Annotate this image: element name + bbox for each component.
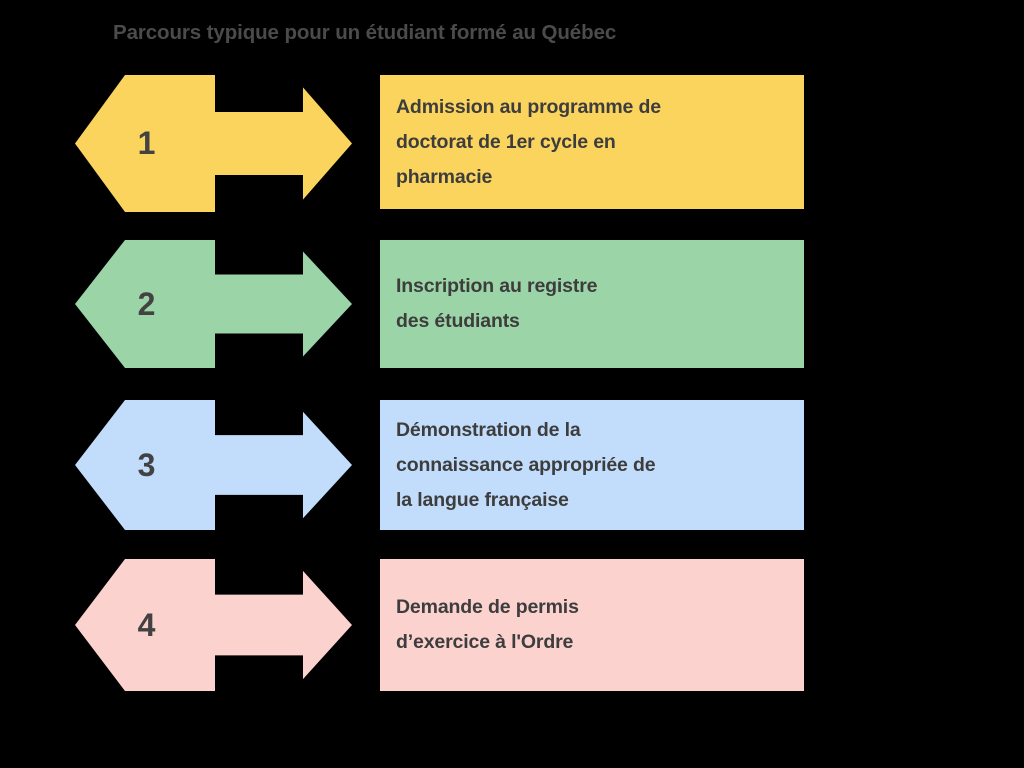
step-label-line: la langue française xyxy=(396,488,569,511)
step-number-1: 1 xyxy=(137,125,156,161)
step-row: 4 Demande de permis d’exercice à l'Ordre xyxy=(0,559,1024,691)
step-label-text-4: Demande de permis d’exercice à l'Ordre xyxy=(396,590,579,660)
step-label-line: Admission au programme de xyxy=(396,95,661,118)
step-arrow-shape-1 xyxy=(75,75,352,212)
step-label-line: Démonstration de la xyxy=(396,418,581,441)
step-label-text-2: Inscription au registre des étudiants xyxy=(396,269,598,339)
step-label-box-3: Démonstration de la connaissance appropr… xyxy=(380,400,804,530)
step-row: 1 Admission au programme de doctorat de … xyxy=(0,75,1024,212)
step-arrow-shape-3 xyxy=(75,400,352,530)
step-arrow-shape-2 xyxy=(75,240,352,368)
step-label-line: doctorat de 1er cycle en xyxy=(396,130,616,153)
step-label-text-1: Admission au programme de doctorat de 1e… xyxy=(396,90,661,195)
step-row: 2 Inscription au registre des étudiants xyxy=(0,240,1024,368)
step-label-line: des étudiants xyxy=(396,310,520,332)
step-number-2: 2 xyxy=(137,285,156,322)
step-label-box-2: Inscription au registre des étudiants xyxy=(380,240,804,368)
step-number-4: 4 xyxy=(137,606,156,643)
page-title: Parcours typique pour un étudiant formé … xyxy=(113,21,617,44)
step-number-3: 3 xyxy=(137,446,156,483)
step-label-text-3: Démonstration de la connaissance appropr… xyxy=(396,413,656,518)
step-label-box-1: Admission au programme de doctorat de 1e… xyxy=(380,75,804,209)
step-label-line: d’exercice à l'Ordre xyxy=(396,631,574,653)
step-arrow-shape-4 xyxy=(75,559,352,691)
step-label-box-4: Demande de permis d’exercice à l'Ordre xyxy=(380,559,804,691)
step-label-line: Inscription au registre xyxy=(396,275,598,297)
step-label-line: connaissance appropriée de xyxy=(396,453,656,476)
step-row: 3 Démonstration de la connaissance appro… xyxy=(0,400,1024,530)
step-label-line: pharmacie xyxy=(396,165,493,188)
step-label-line: Demande de permis xyxy=(396,596,579,618)
